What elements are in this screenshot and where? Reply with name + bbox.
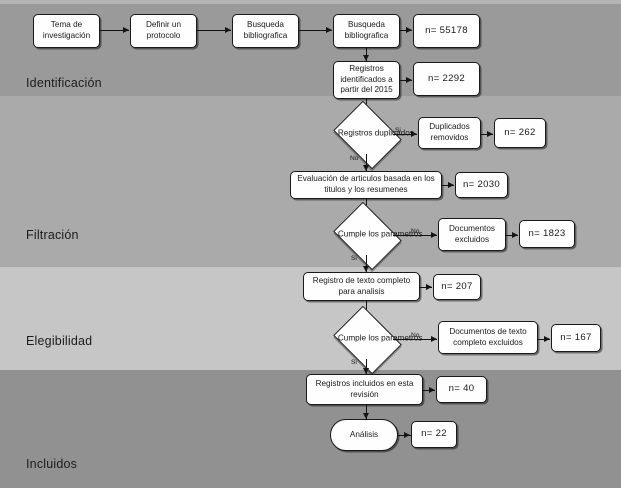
arrow-analisis-to-n22 [404,432,410,438]
arrow-cumple2-no [431,336,437,342]
connector-protocolo-to-busqueda1 [197,30,231,32]
connector-cumple2-no [393,339,437,341]
connector-duplicados-no [366,154,368,171]
arrow-tema-to-protocolo [123,27,129,33]
node-registros-incluidos-revision[interactable]: Registros incluidos en esta revisión [306,374,423,405]
decision-cumple-parametros-1[interactable]: Cumple los parametros [333,201,423,271]
stage-label-incluidos: Incluidos [26,457,78,471]
arrow-registros2015-to-n2292 [406,77,412,83]
node-documentos-excluidos[interactable]: Documentos excluidos [438,218,506,251]
arrow-incluidos-to-analisis [363,413,369,419]
connector-busqueda1-to-busqueda2 [299,30,332,32]
arrow-docexcluidos-to-n1823 [512,232,518,238]
connector-cumple1-si [366,255,368,272]
count-busqueda2: n= 55178 [413,14,480,48]
connector-cumple2-si [366,359,368,374]
arrow-incluidos-to-n40 [429,387,435,393]
connector-tema-to-protocolo [100,30,129,32]
connector-duplicados-si [393,134,417,136]
arrow-doctextoexcl-to-n167 [544,336,550,342]
arrow-cumple2-si [363,368,369,374]
count-registros-incluidos: n= 40 [436,376,487,403]
count-registros2015: n= 2292 [413,62,480,96]
arrow-textocompleto-to-n207 [426,284,432,290]
stage-label-identificacion: Identificación [26,76,102,90]
stage-label-elegibilidad: Elegibilidad [26,334,93,348]
edge-label-cumple2-no: No [411,332,420,339]
decision-label: Cumple los parametros [337,229,423,239]
arrow-busqueda2-to-n55178 [406,27,412,33]
count-documentos-texto-excluidos: n= 167 [551,324,601,352]
edge-label-cumple1-no: No [411,228,420,235]
connector-incluidos-to-analisis [366,405,368,419]
node-registro-texto-completo[interactable]: Registro de texto completo para analisis [303,272,420,301]
count-duplicados-removidos: n= 262 [494,118,546,148]
arrow-busqueda2-to-registros2015 [363,55,369,61]
arrow-protocolo-to-busqueda1 [225,27,231,33]
count-analisis: n= 22 [411,421,457,448]
node-busqueda-bibliografica-1[interactable]: Busqueda bibliografica [232,14,299,48]
count-evaluacion: n= 2030 [455,172,508,198]
connector-cumple1-no [393,235,437,237]
node-documentos-texto-completo-excluidos[interactable]: Documentos de texto completo excluidos [438,321,538,354]
arrow-cumple1-no [431,232,437,238]
band-identificacion [0,4,621,96]
decision-label: Registros duplicados [337,128,414,138]
arrow-duplicados-si [411,131,417,137]
count-texto-completo: n= 207 [433,274,481,300]
node-evaluacion-articulos[interactable]: Evaluación de articulos basada en los ti… [290,171,442,199]
node-tema-de-investigacion[interactable]: Tema de investigación [33,14,100,48]
arrow-evaluacion-to-n2030 [448,182,454,188]
edge-label-cumple1-si: Si [351,255,357,262]
arrow-cumple1-si [363,266,369,272]
top-border-strip [0,0,621,4]
arrow-duplicadosrem-to-n262 [487,131,493,137]
node-duplicados-removidos[interactable]: Duplicados removidos [418,117,481,149]
arrow-busqueda1-to-busqueda2 [326,27,332,33]
edge-label-cumple2-si: Si [351,359,357,366]
count-documentos-excluidos: n= 1823 [519,220,575,248]
node-busqueda-bibliografica-2[interactable]: Busqueda bibliografica [333,14,400,48]
decision-registros-duplicados[interactable]: Registros duplicados [333,100,414,170]
decision-label: Cumple los parametros [337,333,423,343]
node-registros-identificados-2015[interactable]: Registros identificados a partir del 201… [333,61,400,99]
edge-label-duplicados-si: Si [395,127,401,134]
arrow-duplicados-no [363,165,369,171]
stage-label-filtracion: Filtración [26,228,79,242]
edge-label-duplicados-no: No [350,155,359,162]
decision-cumple-parametros-2[interactable]: Cumple los parametros [333,305,423,375]
node-analisis[interactable]: Análisis [330,419,398,451]
connector-busqueda2-to-registros2015 [366,48,368,61]
node-definir-un-protocolo[interactable]: Definir un protocolo [130,14,197,48]
